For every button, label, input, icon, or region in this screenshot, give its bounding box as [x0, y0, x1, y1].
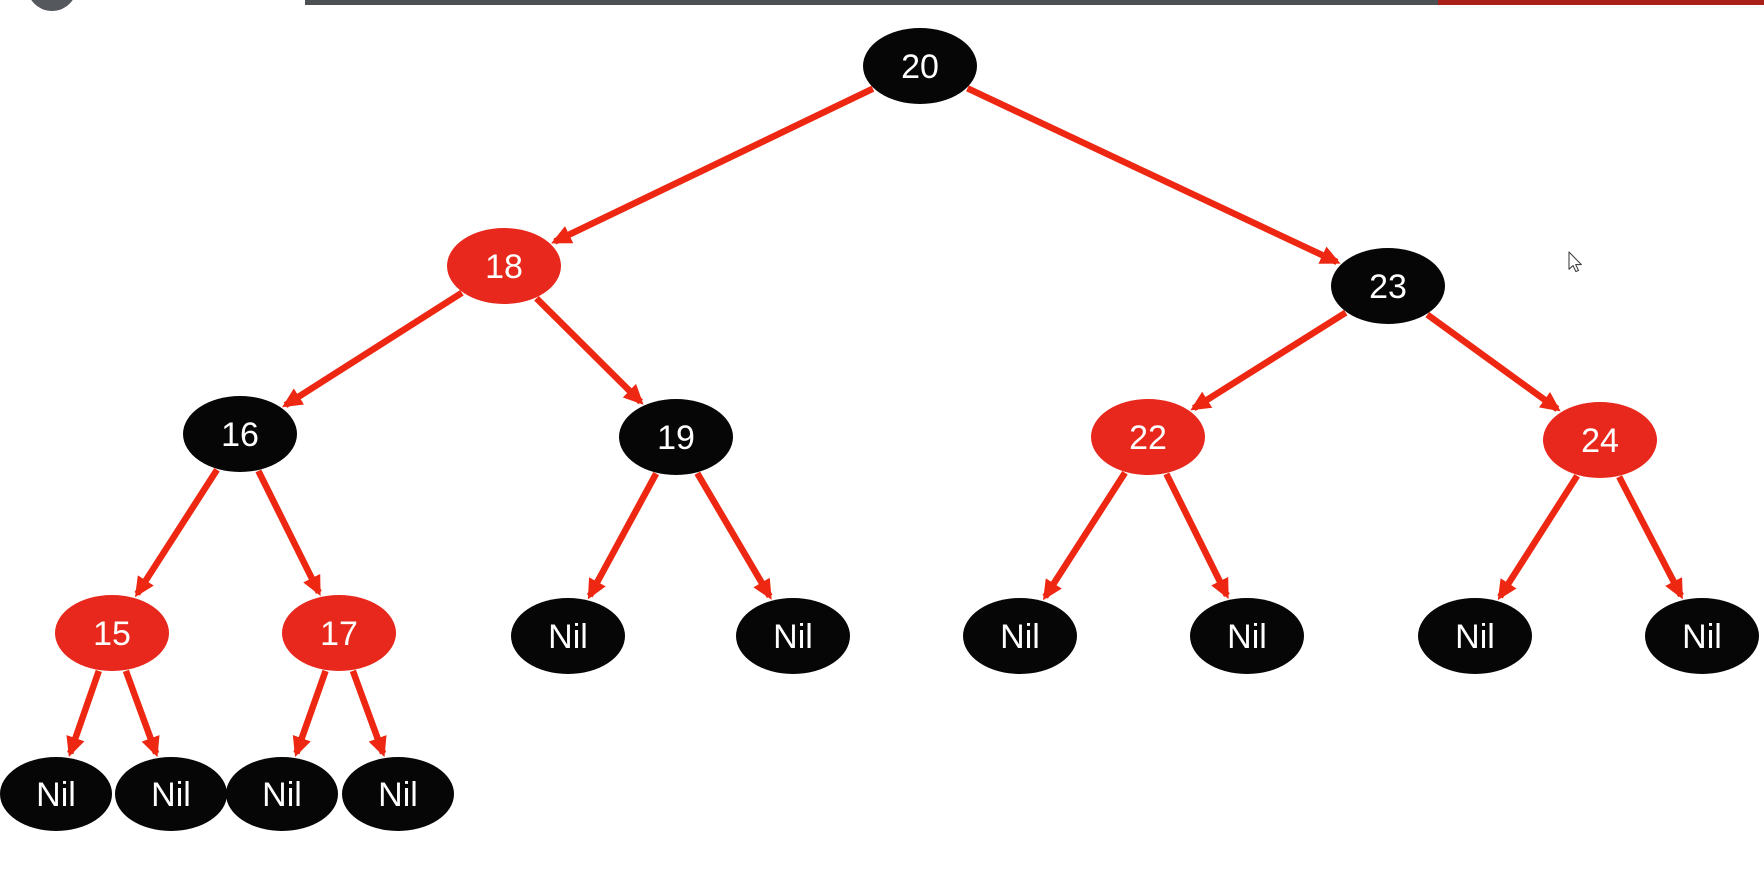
tree-node-ellipse-22	[1091, 399, 1205, 475]
tree-node-18: 18	[447, 228, 561, 304]
tree-node-label-19: 19	[657, 419, 695, 457]
tree-node-label-20: 20	[901, 48, 939, 86]
tree-edge-18-19	[534, 295, 644, 405]
tree-node-nil-24R: Nil	[1645, 598, 1759, 674]
tree-node-ellipse-23	[1331, 248, 1445, 324]
tree-node-label-24: 24	[1581, 422, 1619, 460]
tree-node-ellipse-nil-17R	[342, 757, 454, 831]
tree-node-ellipse-16	[183, 396, 297, 472]
tree-node-nil-24L: Nil	[1418, 598, 1532, 674]
tree-edge-23-24	[1425, 311, 1561, 412]
tree-node-23: 23	[1331, 248, 1445, 324]
tree-node-label-15: 15	[93, 615, 131, 653]
tree-node-nil-22R: Nil	[1190, 598, 1304, 674]
tree-node-ellipse-nil-24R	[1645, 598, 1759, 674]
tree-node-ellipse-19	[619, 399, 733, 475]
tree-node-label-17: 17	[320, 615, 358, 653]
tree-node-label-nil-17R: Nil	[378, 776, 418, 814]
tree-node-label-nil-22R: Nil	[1227, 618, 1267, 656]
tree-edge-23-22	[1190, 309, 1348, 412]
tree-edge-24-nil-24L	[1497, 474, 1580, 601]
tree-node-ellipse-nil-22R	[1190, 598, 1304, 674]
tree-edge-22-nil-22L	[1042, 471, 1128, 601]
tree-node-ellipse-15	[55, 595, 169, 671]
tree-node-ellipse-nil-24L	[1418, 598, 1532, 674]
tree-edge-22-nil-22R	[1163, 472, 1230, 600]
tree-node-label-nil-24L: Nil	[1455, 618, 1495, 656]
tree-node-ellipse-nil-22L	[963, 598, 1077, 674]
tree-node-label-nil-19L: Nil	[548, 618, 588, 656]
tree-node-ellipse-nil-19R	[736, 598, 850, 674]
tree-edge-16-15	[134, 468, 220, 598]
tree-node-17: 17	[282, 595, 396, 671]
tree-edge-17-nil-17L	[292, 669, 329, 758]
tree-edge-19-nil-19R	[694, 471, 773, 600]
tree-edge-19-nil-19L	[586, 472, 659, 600]
tree-node-nil-17R: Nil	[342, 757, 454, 831]
topbar-segment-red-progress	[1438, 0, 1764, 5]
tree-edge-18-16	[282, 290, 464, 408]
corner-circle-decoration	[27, 0, 77, 11]
tree-edge-15-nil-15L	[66, 669, 102, 757]
tree-node-label-nil-19R: Nil	[773, 618, 813, 656]
tree-node-label-23: 23	[1369, 268, 1407, 306]
tree-edge-16-17	[255, 469, 322, 597]
tree-node-ellipse-nil-19L	[511, 598, 625, 674]
tree-edge-17-nil-17R	[349, 669, 387, 758]
tree-node-ellipse-nil-15R	[115, 757, 227, 831]
tree-node-20: 20	[863, 28, 977, 104]
tree-edge-20-23	[966, 85, 1341, 265]
tree-node-ellipse-20	[863, 28, 977, 104]
tree-node-24: 24	[1543, 402, 1657, 478]
tree-node-nil-15L: Nil	[0, 757, 112, 831]
tree-node-nil-19R: Nil	[736, 598, 850, 674]
tree-node-nil-17L: Nil	[226, 757, 338, 831]
tree-edge-20-18	[551, 85, 875, 245]
tree-node-16: 16	[183, 396, 297, 472]
tree-node-ellipse-nil-15L	[0, 757, 112, 831]
tree-node-label-16: 16	[221, 416, 259, 454]
tree-node-15: 15	[55, 595, 169, 671]
tree-node-label-18: 18	[485, 248, 523, 286]
tree-node-label-nil-15L: Nil	[36, 776, 76, 814]
tree-node-nil-19L: Nil	[511, 598, 625, 674]
tree-node-nil-22L: Nil	[963, 598, 1077, 674]
tree-edge-15-nil-15R	[122, 669, 160, 758]
tree-node-ellipse-nil-17L	[226, 757, 338, 831]
tree-node-label-nil-22L: Nil	[1000, 618, 1040, 656]
tree-node-19: 19	[619, 399, 733, 475]
tree-node-ellipse-17	[282, 595, 396, 671]
tree-node-ellipse-18	[447, 228, 561, 304]
tree-node-ellipse-24	[1543, 402, 1657, 478]
topbar-segment-gray-progress	[305, 0, 1438, 5]
tree-node-nil-15R: Nil	[115, 757, 227, 831]
tree-node-22: 22	[1091, 399, 1205, 475]
tree-edge-24-nil-24R	[1616, 475, 1684, 600]
tree-edges-layer	[66, 85, 1684, 758]
tree-node-label-nil-17L: Nil	[262, 776, 302, 814]
tree-node-label-nil-24R: Nil	[1682, 618, 1722, 656]
tree-node-label-nil-15R: Nil	[151, 776, 191, 814]
tree-node-label-22: 22	[1129, 419, 1167, 457]
